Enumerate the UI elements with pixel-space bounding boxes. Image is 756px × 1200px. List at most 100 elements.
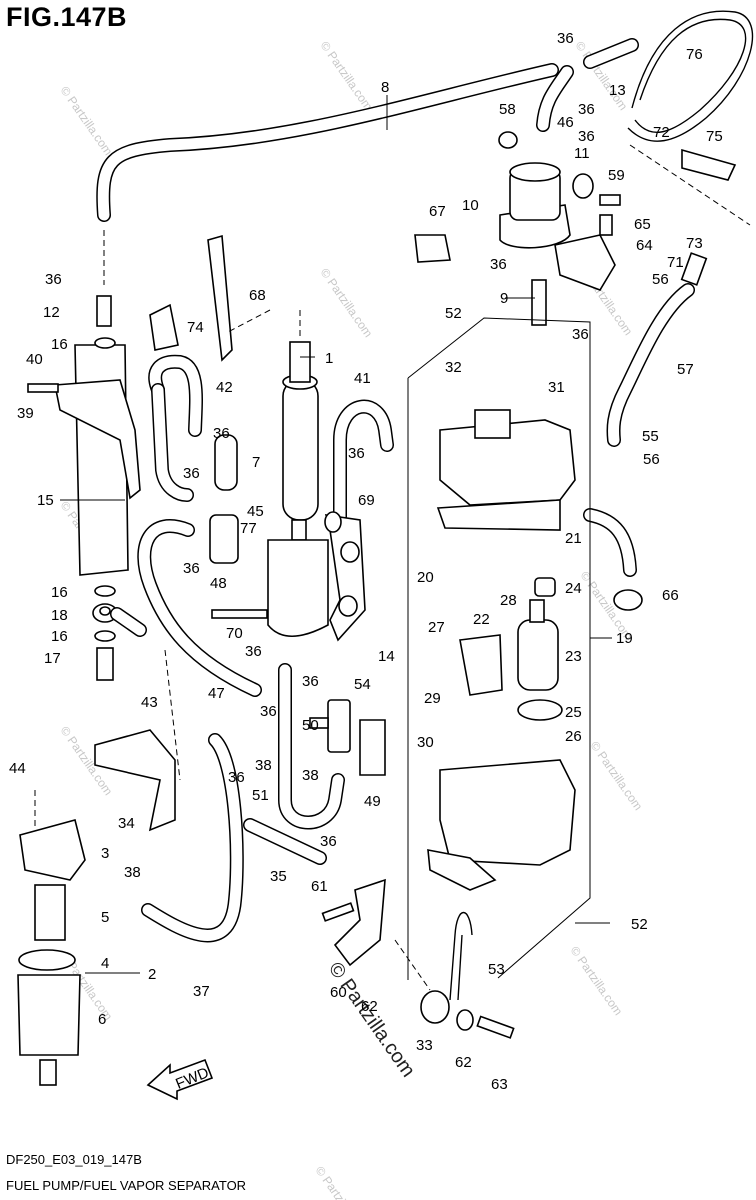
callout-50: 50 <box>302 717 319 734</box>
callout-16a: 16 <box>51 336 68 353</box>
hose-9 <box>531 279 547 326</box>
cushion-24 <box>534 577 556 597</box>
callout-62b: 62 <box>455 1054 472 1071</box>
fwd-label: FWD <box>173 1064 211 1093</box>
cushion-7 <box>214 434 238 491</box>
callout-9: 9 <box>500 290 508 307</box>
callout-62a: 62 <box>361 998 378 1015</box>
bolt-63 <box>476 1015 515 1039</box>
callout-59: 59 <box>608 167 625 184</box>
bracket-49 <box>359 719 386 776</box>
callout-46: 46 <box>557 114 574 131</box>
callout-31: 31 <box>548 379 565 396</box>
callout-58: 58 <box>499 101 516 118</box>
callout-36c: 36 <box>578 128 595 145</box>
callout-36h: 36 <box>183 560 200 577</box>
callout-52b: 52 <box>631 916 648 933</box>
callout-7: 7 <box>252 454 260 471</box>
hose-37 <box>141 733 244 943</box>
callout-56b: 56 <box>643 451 660 468</box>
callout-35: 35 <box>270 868 287 885</box>
callout-47: 47 <box>208 685 225 702</box>
callout-27: 27 <box>428 619 445 636</box>
bracket-60 <box>333 878 386 967</box>
callout-23: 23 <box>565 648 582 665</box>
callout-74: 74 <box>187 319 204 336</box>
callout-12: 12 <box>43 304 60 321</box>
hose-66 <box>583 508 637 577</box>
hose-53 <box>449 912 473 1001</box>
callout-36b: 36 <box>578 101 595 118</box>
vapor-separator-cover <box>436 409 576 531</box>
callout-34: 34 <box>118 815 135 832</box>
bolt-59 <box>599 194 621 206</box>
watermark: © Partzilla.com <box>588 739 646 813</box>
filter-10 <box>499 162 571 249</box>
callout-61: 61 <box>311 878 328 895</box>
callout-13: 13 <box>609 82 626 99</box>
callout-32: 32 <box>445 359 462 376</box>
callout-48: 48 <box>210 575 227 592</box>
dashed-guides <box>34 144 751 991</box>
callout-36g: 36 <box>348 445 365 462</box>
joint-50 <box>309 699 351 753</box>
callout-30: 30 <box>417 734 434 751</box>
high-pressure-fuel-pump <box>282 341 319 541</box>
callout-36n: 36 <box>490 256 507 273</box>
callout-45: 45 <box>247 503 264 520</box>
vapor-separator-case <box>427 759 576 891</box>
callout-36d: 36 <box>45 271 62 288</box>
callout-38a: 38 <box>255 757 272 774</box>
hose-41 <box>333 399 394 527</box>
callout-57: 57 <box>677 361 694 378</box>
callout-51: 51 <box>252 787 269 804</box>
filter-bracket-43 <box>94 729 176 832</box>
washer-18 <box>92 603 147 637</box>
pump-mount-bracket <box>324 511 366 642</box>
callout-6: 6 <box>98 1011 106 1028</box>
callout-55: 55 <box>642 428 659 445</box>
hose-42 <box>148 354 203 502</box>
callout-17: 17 <box>44 650 61 667</box>
callout-33: 33 <box>416 1037 433 1054</box>
callout-77: 77 <box>240 520 257 537</box>
joint-71 <box>680 252 708 286</box>
callout-42: 42 <box>216 379 233 396</box>
clip-74 <box>149 303 179 351</box>
grommet-58 <box>498 131 518 149</box>
washer-62 <box>456 1009 474 1031</box>
callout-44: 44 <box>9 760 26 777</box>
callout-28: 28 <box>500 592 517 609</box>
hose-76 <box>627 10 754 142</box>
clip-75 <box>681 148 737 181</box>
callout-71: 71 <box>667 254 684 271</box>
callout-15: 15 <box>37 492 54 509</box>
callout-75: 75 <box>706 128 723 145</box>
hose-51 <box>278 663 345 830</box>
leader-lines <box>60 95 612 974</box>
callout-20: 20 <box>417 569 434 586</box>
bolt-65 <box>599 214 613 236</box>
pump-bracket <box>267 539 329 637</box>
joint-45 <box>209 514 239 564</box>
callout-3: 3 <box>101 845 109 862</box>
callout-29: 29 <box>424 690 441 707</box>
hose-13 <box>583 38 639 69</box>
grommet-66 <box>613 589 643 611</box>
callout-39: 39 <box>17 405 34 422</box>
washer-16c <box>94 630 116 642</box>
callout-63: 63 <box>491 1076 508 1093</box>
callout-11: 11 <box>574 145 590 162</box>
callout-41: 41 <box>354 370 371 387</box>
callout-69: 69 <box>358 492 375 509</box>
callout-36m: 36 <box>320 833 337 850</box>
clamp-67 <box>414 234 451 263</box>
cushion-11 <box>572 173 594 199</box>
callout-10: 10 <box>462 197 479 214</box>
callout-52a: 52 <box>445 305 462 322</box>
watermark: © Partzilla.com <box>313 1164 371 1200</box>
fwd-arrow-icon: FWD <box>146 1058 214 1101</box>
callout-2: 2 <box>148 966 156 983</box>
